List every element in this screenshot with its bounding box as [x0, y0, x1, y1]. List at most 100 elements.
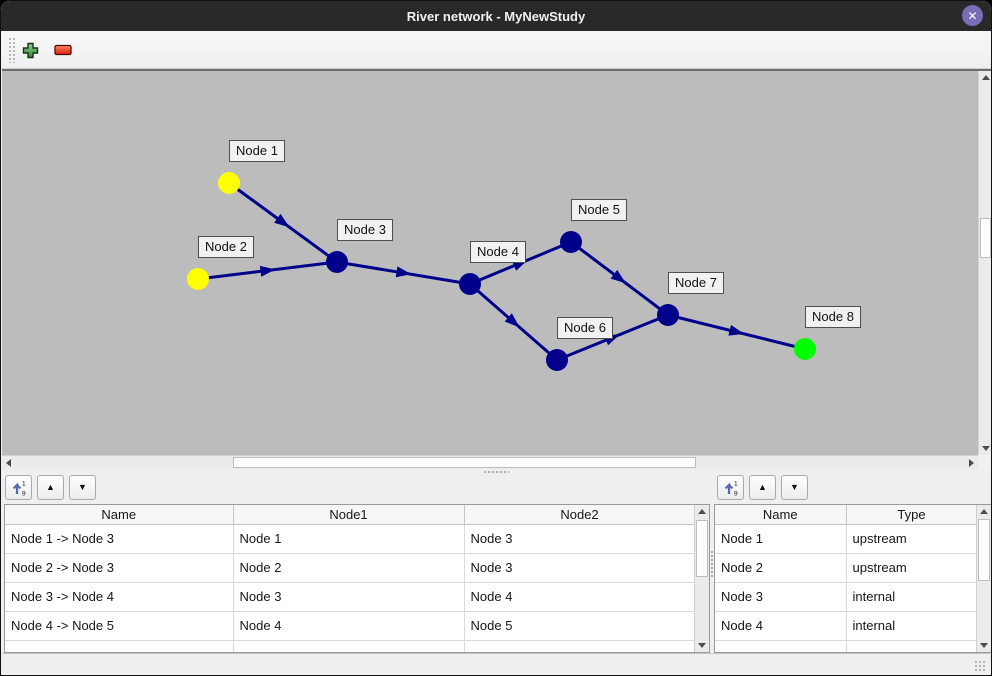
canvas-vertical-scrollbar[interactable]: [978, 71, 991, 455]
table-cell[interactable]: Node 3: [463, 523, 696, 554]
table-cell[interactable]: Node 4 -> Node 5: [5, 610, 234, 641]
table-cell[interactable]: Node 1 -> Node 3: [5, 523, 234, 554]
nodes-toolbar: 1 9 ▲ ▼: [714, 475, 991, 503]
move-down-button[interactable]: ▼: [781, 475, 808, 500]
node-label: Node 6: [557, 317, 613, 339]
node-n5[interactable]: [560, 231, 582, 253]
table-cell[interactable]: [232, 639, 465, 652]
table-cell[interactable]: internal: [845, 610, 978, 641]
node-n6[interactable]: [546, 349, 568, 371]
sort-button[interactable]: 1 9: [5, 475, 32, 500]
table-cell[interactable]: [715, 639, 847, 652]
node-n7[interactable]: [657, 304, 679, 326]
table-cell[interactable]: upstream: [845, 552, 978, 583]
svg-text:9: 9: [22, 490, 26, 497]
node-label: Node 5: [571, 199, 627, 221]
vertical-splitter[interactable]: [710, 475, 714, 653]
table-cell[interactable]: Node 2: [232, 552, 465, 583]
table-cell[interactable]: Node 3: [715, 581, 847, 612]
node-n3[interactable]: [326, 251, 348, 273]
table-cell[interactable]: Node 2 -> Node 3: [5, 552, 234, 583]
node-label: Node 8: [805, 306, 861, 328]
add-node-button[interactable]: [20, 40, 40, 60]
nodes-vertical-scrollbar[interactable]: [976, 505, 991, 652]
scrollbar-thumb[interactable]: [233, 457, 696, 468]
move-up-button[interactable]: ▲: [749, 475, 776, 500]
move-down-button[interactable]: ▼: [69, 475, 96, 500]
table-cell[interactable]: upstream: [845, 523, 978, 554]
column-header[interactable]: Node2: [463, 505, 696, 525]
triangle-up-icon: [698, 509, 706, 514]
table-cell[interactable]: Node 3 -> Node 4: [5, 581, 234, 612]
table-cell[interactable]: Node 3: [463, 552, 696, 583]
scroll-down-button[interactable]: [695, 639, 709, 652]
flow-arrow-icon: [259, 265, 276, 277]
scroll-up-button[interactable]: [979, 71, 991, 84]
sort-ascending-icon: 1 9: [12, 480, 26, 497]
horizontal-splitter[interactable]: [2, 469, 990, 475]
triangle-up-icon: ▲: [758, 482, 767, 492]
canvas-horizontal-scrollbar[interactable]: [2, 455, 978, 469]
table-cell[interactable]: Node 2: [715, 552, 847, 583]
splitter-handle-icon: [710, 550, 714, 578]
remove-node-button[interactable]: [53, 40, 73, 60]
scrollbar-thumb[interactable]: [696, 520, 708, 577]
scroll-down-button[interactable]: [979, 442, 991, 455]
table-row[interactable]: [5, 639, 696, 652]
column-header[interactable]: Name: [715, 505, 847, 525]
scroll-down-button[interactable]: [977, 639, 991, 652]
table-cell[interactable]: internal: [845, 581, 978, 612]
table-row[interactable]: [715, 639, 978, 652]
column-header[interactable]: Node1: [232, 505, 465, 525]
move-up-button[interactable]: ▲: [37, 475, 64, 500]
table-cell[interactable]: [463, 639, 696, 652]
flow-arrow-icon: [728, 324, 745, 336]
column-header[interactable]: Type: [845, 505, 978, 525]
triangle-left-icon: [6, 458, 11, 467]
flow-arrow-icon: [274, 213, 290, 228]
table-cell[interactable]: Node 5: [463, 610, 696, 641]
column-header[interactable]: Name: [5, 505, 234, 525]
close-button[interactable]: ✕: [962, 5, 983, 26]
scroll-right-button[interactable]: [965, 456, 978, 469]
status-bar: [2, 653, 990, 675]
table-cell[interactable]: Node 4: [232, 610, 465, 641]
scroll-left-button[interactable]: [2, 456, 15, 469]
table-cell[interactable]: [845, 639, 978, 652]
scroll-up-button[interactable]: [977, 505, 991, 518]
table-cell[interactable]: Node 1: [232, 523, 465, 554]
node-n8[interactable]: [794, 338, 816, 360]
links-vertical-scrollbar[interactable]: [694, 505, 709, 652]
resize-grip-icon[interactable]: [974, 660, 987, 673]
table-cell[interactable]: Node 1: [715, 523, 847, 554]
node-n4[interactable]: [459, 273, 481, 295]
triangle-up-icon: [980, 509, 988, 514]
toolbar-drag-handle-icon[interactable]: [8, 37, 16, 63]
scroll-up-button[interactable]: [695, 505, 709, 518]
flow-arrow-icon: [395, 266, 412, 278]
triangle-up-icon: [981, 75, 990, 80]
table-cell[interactable]: Node 3: [232, 581, 465, 612]
triangle-right-icon: [969, 458, 974, 467]
node-n2[interactable]: [187, 268, 209, 290]
table-cell[interactable]: [5, 639, 234, 652]
scrollbar-thumb[interactable]: [980, 218, 991, 258]
sort-button[interactable]: 1 9: [717, 475, 744, 500]
scrollbar-thumb[interactable]: [978, 519, 990, 581]
table-cell[interactable]: Node 4: [715, 610, 847, 641]
titlebar[interactable]: River network - MyNewStudy ✕: [1, 1, 991, 31]
node-n1[interactable]: [218, 172, 240, 194]
triangle-down-icon: ▼: [78, 482, 87, 492]
table-cell[interactable]: Node 4: [463, 581, 696, 612]
